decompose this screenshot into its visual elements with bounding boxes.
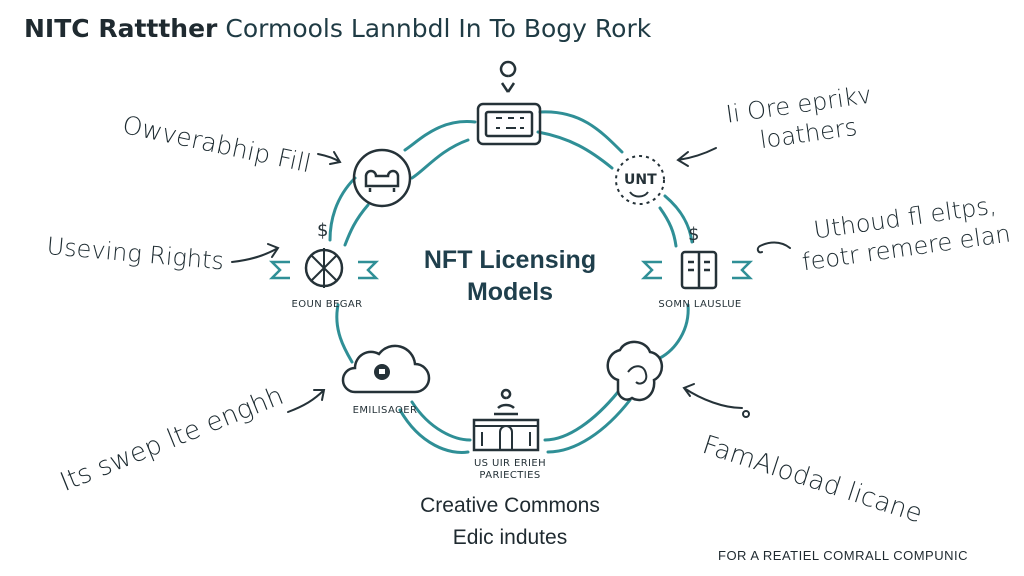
svg-text:UNT: UNT [624,172,657,188]
connector-bottomright-bottom [543,390,620,442]
arrow-bottom-left [287,389,326,413]
bottom-right-node [606,340,663,402]
title-bold: NITC Rattther [24,14,218,43]
left-node-label: EOUN BEGAR [291,299,363,310]
connector-bottomleft-bottom [410,400,472,442]
bottom-left-node-label: EMILISAOER [352,405,418,416]
center-title-line1: NFT Licensing [423,246,597,274]
connector-paths [328,110,694,454]
annotation-arrows [231,147,791,418]
arrow-left [231,243,280,263]
bottom-left-node [341,344,431,394]
head-profile-icon [606,340,663,402]
arrow-top-left [317,151,342,165]
left-bracket-icon [268,260,290,280]
right-bracket-icon [640,260,662,280]
arrow-bottom-right [682,383,743,409]
dollar-icon: $ [317,220,328,241]
center-title-line2: Models [466,278,554,306]
footer-text: FOR A REATIEL COMRALL COMPUNIC [718,548,969,563]
temple-icon [472,418,540,452]
right-node-label: SOMN LAUSLUE [658,299,742,310]
arrow-right [756,241,791,254]
arrow-top-right [676,147,717,167]
upper-right-node: UNT [615,155,665,205]
caption-line2: Edic indutes [452,526,568,549]
bottom-node-label-line2: PARIECTIES [479,470,541,481]
dollar-icon: $ [688,224,699,245]
connector-right-bottomright [658,303,690,360]
top-node [476,60,542,146]
map-pin-icon [499,60,517,93]
connector-upleft-left [328,176,357,242]
bottom-node-label: US UIR ERIEH PARIECTIES [455,458,565,482]
console-icon [476,102,542,146]
temple-top-icon [494,388,518,416]
cloud-icon [341,344,431,394]
sunburst-icon [615,155,665,205]
connector-upright-right [663,194,694,244]
connector-top-upleft [403,120,477,152]
connector-top-upright [538,110,624,154]
diagram-center-title: NFT Licensing Models [410,244,610,308]
left-node: $ [268,220,380,288]
bottom-node-label-line1: US UIR ERIEH [473,458,547,469]
sofa-icon [364,169,400,188]
bottom-node [472,388,540,452]
caption-line1: Creative Commons [420,494,600,517]
right-node: $ [640,224,754,290]
title-rest: Cormools Lannbdl In To Bogy Rork [225,14,652,43]
upper-left-node [352,148,412,208]
connector-left-bottomleft [335,303,354,364]
